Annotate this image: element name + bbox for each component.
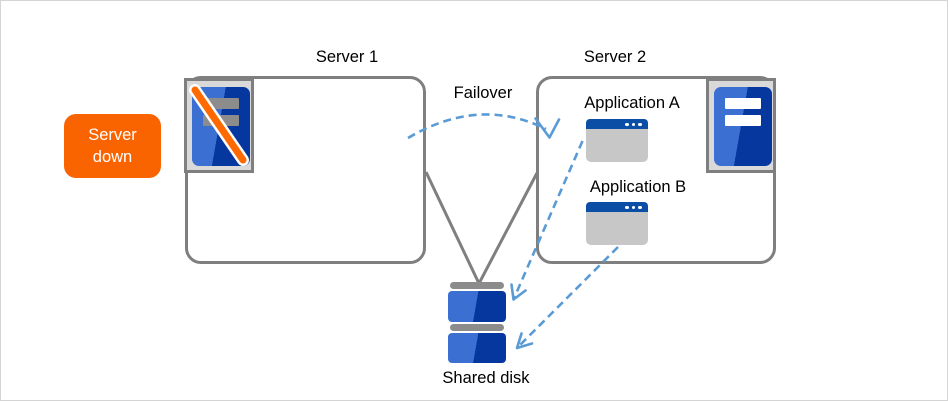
window-dot-icon [625,205,629,209]
window-dot-icon [625,122,629,126]
window-dot-icon [631,122,635,126]
app-b-to-disk-arrow [516,246,619,349]
crossout-stripe-icon [189,84,249,166]
disk-cap [450,282,504,289]
window-body [586,129,648,162]
server1-label: Server 1 [315,48,379,66]
app-a-to-disk-arrowhead [510,283,527,301]
application-a-label: Application A [584,94,680,112]
server-crossed-out-icon [184,78,254,173]
server-slot [203,98,239,109]
window-dot-icon [638,122,642,126]
connector-line-server2-disk [478,172,539,284]
app-b-to-disk-arrowhead [515,332,534,350]
failover-label: Failover [453,84,513,102]
server-slot [725,115,761,126]
server-icon [706,78,776,173]
application-b-label: Application B [589,178,687,196]
disk-cap [450,324,504,331]
failover-arrowhead [534,117,561,139]
status-badge: Server down [64,114,161,178]
disk-platter [448,291,506,322]
failover-arrow [407,113,547,140]
app-window-b-icon [586,202,648,245]
server-slot [725,98,761,109]
app-a-to-disk-arrow [512,140,584,301]
window-titlebar [586,119,648,129]
window-body [586,212,648,245]
server2-label: Server 2 [583,48,647,66]
app-window-a-icon [586,119,648,162]
shared-disk-label: Shared disk [442,369,530,387]
disk-platter [448,333,506,363]
window-dot-icon [631,205,635,209]
window-titlebar [586,202,648,212]
window-dot-icon [638,205,642,209]
server-chassis [714,87,772,166]
connector-line-server1-disk [424,171,480,284]
